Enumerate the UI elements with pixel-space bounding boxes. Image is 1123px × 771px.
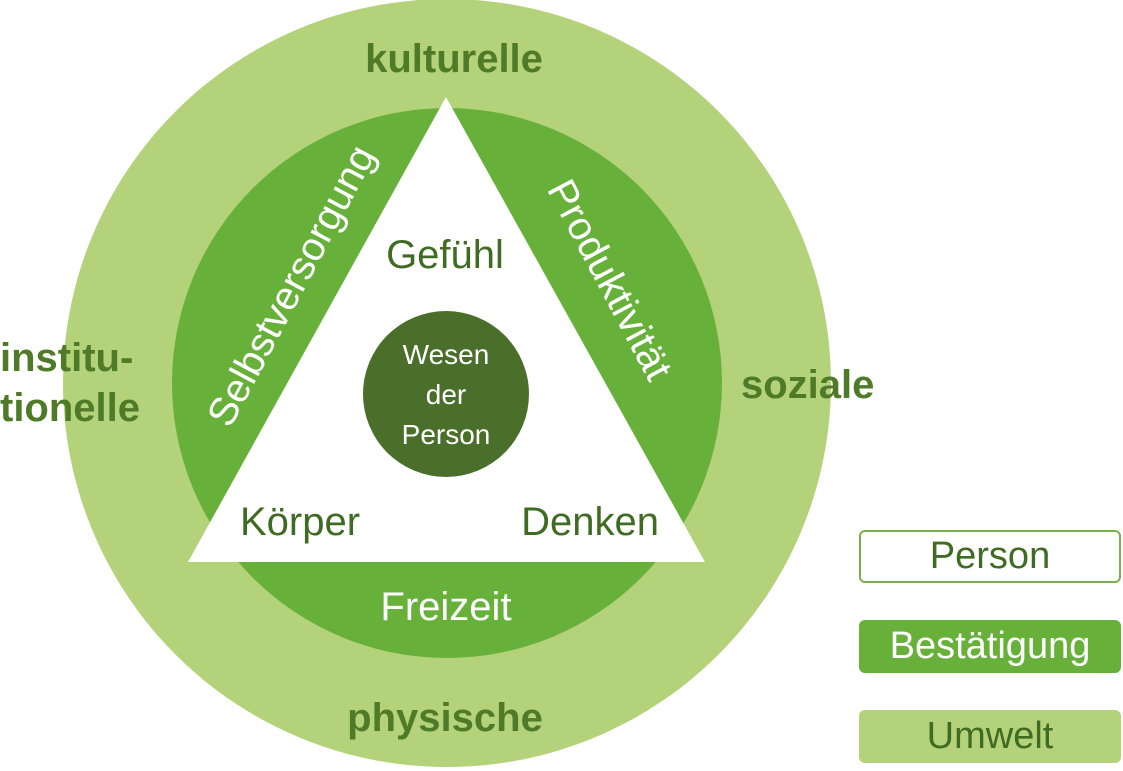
env-label-bottom: physische [347,696,543,740]
core-circle [363,311,529,477]
legend-environment: Umwelt [859,710,1121,763]
person-label-top: Gefühl [386,233,504,277]
env-label-top: kulturelle [365,37,543,81]
legend-person-label: Person [929,535,1051,577]
env-label-right: soziale [741,363,874,407]
env-label-left-2: tionelle [0,386,140,430]
occupation-label-bottom: Freizeit [380,585,511,629]
legend-person: Person [859,530,1121,583]
legend-confirmation: Bestätigung [859,620,1121,673]
env-label-left-1: institu- [0,336,133,380]
core-label-2: der [426,379,466,410]
core-label-3: Person [402,419,491,450]
core-label-1: Wesen [403,339,490,370]
person-label-bottom-left: Körper [240,500,360,544]
legend-environment-label: Umwelt [926,715,1054,757]
legend-confirmation-label: Bestätigung [889,625,1091,667]
person-label-bottom-right: Denken [521,500,659,544]
